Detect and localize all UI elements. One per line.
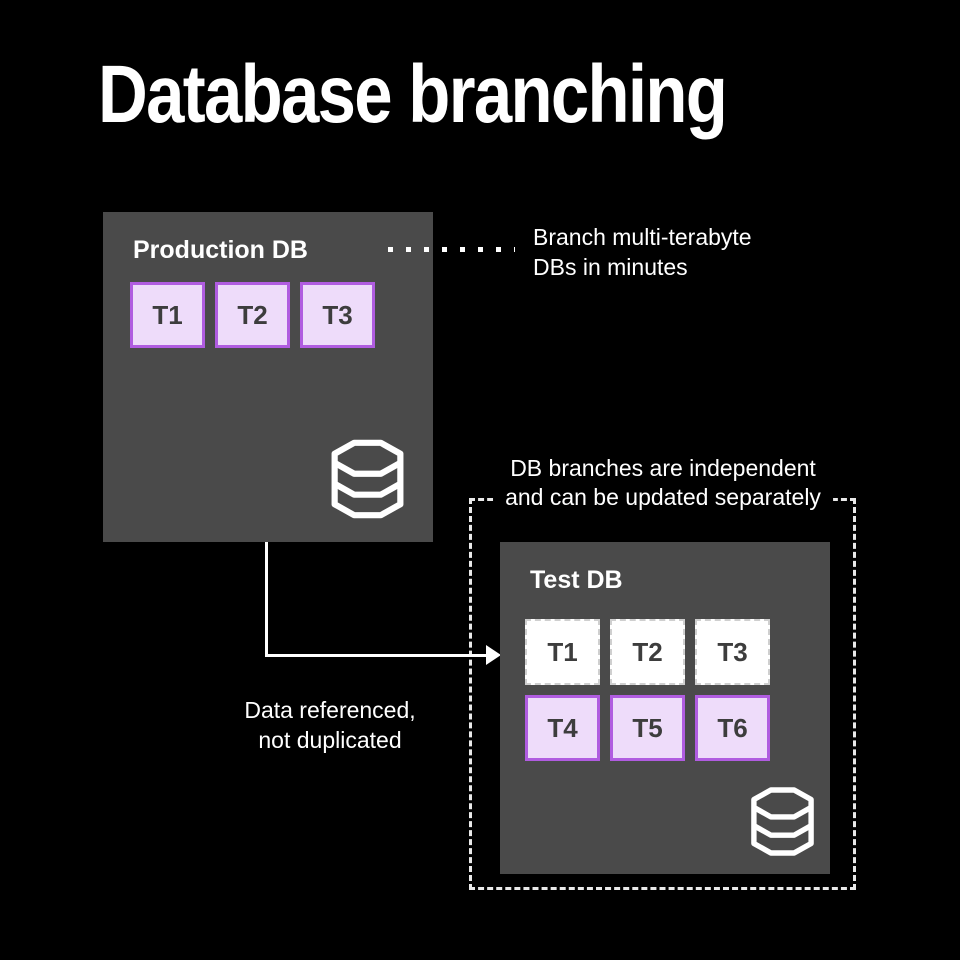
production-table-row: T1 T2 T3 bbox=[130, 282, 375, 348]
referenced-note-line2: not duplicated bbox=[258, 727, 402, 753]
branch-arrow-horizontal bbox=[265, 654, 486, 657]
branch-arrow-head bbox=[486, 645, 501, 665]
prod-table-t1: T1 bbox=[130, 282, 205, 348]
test-table-t2: T2 bbox=[610, 619, 685, 685]
prod-table-t2: T2 bbox=[215, 282, 290, 348]
dotted-connector-line bbox=[388, 247, 515, 252]
database-icon bbox=[751, 784, 814, 859]
independent-note-line1: DB branches are independent bbox=[510, 455, 816, 481]
branch-note-line1: Branch multi-terabyte bbox=[533, 224, 752, 250]
test-table-t1: T1 bbox=[525, 619, 600, 685]
test-new-table-row: T4 T5 T6 bbox=[525, 695, 770, 761]
test-table-t4: T4 bbox=[525, 695, 600, 761]
test-table-t3: T3 bbox=[695, 619, 770, 685]
database-icon bbox=[331, 439, 404, 519]
production-db-label: Production DB bbox=[133, 236, 308, 264]
branch-note-line2: DBs in minutes bbox=[533, 254, 688, 280]
referenced-note-line1: Data referenced, bbox=[244, 697, 416, 723]
test-db-label: Test DB bbox=[530, 566, 623, 594]
prod-table-t3: T3 bbox=[300, 282, 375, 348]
referenced-note: Data referenced, not duplicated bbox=[244, 695, 415, 755]
independent-note: DB branches are independent and can be u… bbox=[493, 452, 833, 514]
test-table-t6: T6 bbox=[695, 695, 770, 761]
production-db-box: Production DB T1 T2 T3 bbox=[103, 212, 433, 542]
branch-arrow-vertical bbox=[265, 542, 268, 656]
branch-note: Branch multi-terabyte DBs in minutes bbox=[533, 222, 752, 282]
page-title: Database branching bbox=[98, 49, 728, 140]
test-table-t5: T5 bbox=[610, 695, 685, 761]
test-db-box: Test DB T1 T2 T3 T4 T5 T6 bbox=[500, 542, 830, 874]
test-inherited-table-row: T1 T2 T3 bbox=[525, 619, 770, 685]
independent-note-line2: and can be updated separately bbox=[505, 484, 821, 510]
